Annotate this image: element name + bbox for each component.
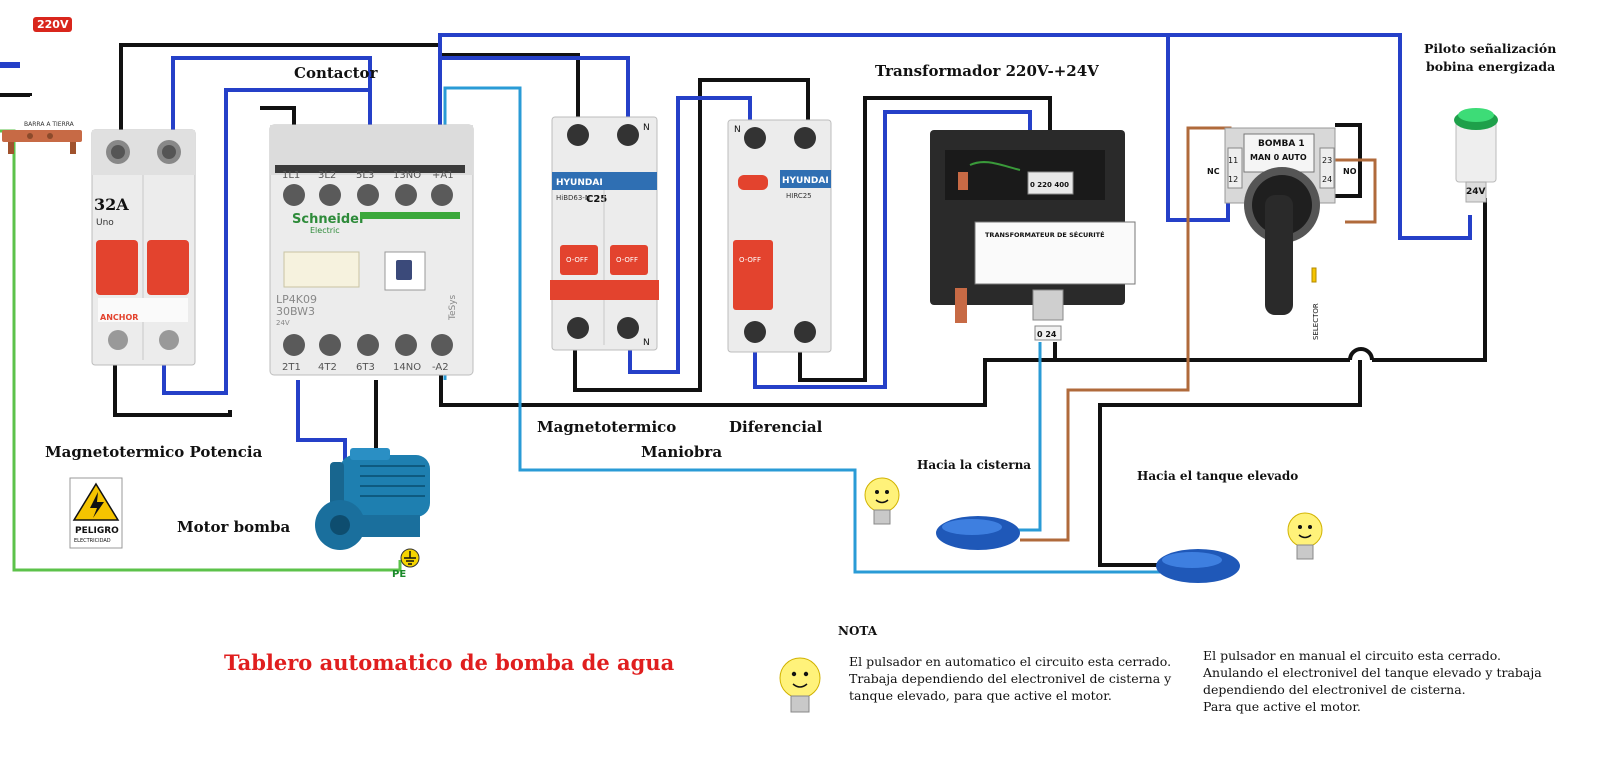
rcd-off-label: O-OFF bbox=[739, 256, 761, 264]
float-switch-tank bbox=[1156, 549, 1240, 583]
mcb-rating: C25 bbox=[586, 194, 607, 205]
label-differential: Diferencial bbox=[729, 418, 823, 436]
motor-pump bbox=[315, 448, 430, 550]
pe-label: PE bbox=[392, 569, 406, 580]
danger-sub: ELECTRICIDAD bbox=[74, 538, 111, 544]
contactor-terminal-labels: 1L1 3L2 5L3 13NO +A1 2T1 4T2 6T3 14NO -A… bbox=[282, 170, 454, 373]
note-manual-line: Anulando el electronivel del tanque elev… bbox=[1203, 665, 1542, 680]
bulb-icon bbox=[1287, 512, 1323, 560]
selector-positions: MAN 0 AUTO bbox=[1250, 153, 1307, 162]
selector-contact: 11 bbox=[1228, 156, 1238, 165]
note-manual-line: El pulsador en manual el circuito esta c… bbox=[1203, 648, 1501, 663]
rcd-device: HYUNDAI HIRC25 O-OFF N bbox=[727, 119, 832, 353]
contactor-terminal-bottom: 14NO bbox=[393, 362, 421, 373]
contactor-brand-sub: Electric bbox=[310, 226, 340, 235]
danger-sign: PELIGRO ELECTRICIDAD bbox=[69, 477, 123, 549]
breaker-model: Uno bbox=[96, 218, 114, 228]
mcb-off-label: O-OFF bbox=[616, 256, 638, 264]
label-motor: Motor bomba bbox=[177, 518, 291, 536]
label-mcb-control-2: Maniobra bbox=[641, 443, 723, 461]
contactor-brand: Schneider bbox=[292, 212, 366, 227]
contactor-terminal-top: 3L2 bbox=[318, 170, 336, 181]
rcd-brand: HYUNDAI bbox=[782, 176, 829, 186]
bulb-icon bbox=[779, 657, 821, 713]
note-manual: El pulsador en manual el circuito esta c… bbox=[1203, 647, 1542, 715]
label-to-tank: Hacia el tanque elevado bbox=[1137, 469, 1299, 483]
mcb-brand: HYUNDAI bbox=[556, 178, 603, 188]
note-manual-line: Para que active el motor. bbox=[1203, 699, 1361, 714]
contactor-model: LP4K09 bbox=[276, 293, 317, 306]
breaker-brand: ANCHOR bbox=[100, 313, 138, 322]
label-to-cistern: Hacia la cisterna bbox=[917, 458, 1032, 472]
transformer-output: 0 24 bbox=[1037, 330, 1057, 339]
rcd-terminal-n: N bbox=[734, 125, 741, 135]
note-auto-line: Trabaja dependiendo del electronivel de … bbox=[849, 671, 1172, 686]
contactor-terminal-top: 1L1 bbox=[282, 170, 300, 181]
main-breaker: 32A Uno ANCHOR bbox=[91, 129, 196, 366]
mcb-model: HiBD63-N bbox=[556, 194, 590, 202]
label-mcb-control-1: Magnetotermico bbox=[537, 418, 677, 436]
transformer-input: 0 220 400 bbox=[1030, 181, 1069, 189]
danger-title: PELIGRO bbox=[75, 526, 119, 536]
label-transformer: Transformador 220V-+24V bbox=[875, 62, 1099, 80]
contactor-model2: 30BW3 bbox=[276, 305, 315, 318]
note-manual-line: dependiendo del electronivel de cisterna… bbox=[1203, 682, 1466, 697]
note-heading: NOTA bbox=[838, 624, 878, 638]
label-mcb-power: Magnetotermico Potencia bbox=[45, 443, 263, 461]
contactor-terminal-top: +A1 bbox=[432, 170, 454, 181]
selector-title: BOMBA 1 bbox=[1258, 139, 1305, 149]
selector-tag: SELECTOR bbox=[1312, 303, 1320, 340]
rcd-model: HIRC25 bbox=[786, 192, 812, 200]
note-auto-line: El pulsador en automatico el circuito es… bbox=[849, 654, 1172, 669]
contactor-bottom-screws bbox=[283, 334, 453, 356]
control-breaker: HYUNDAI HiBD63-N C25 O-OFF O-OFF N N bbox=[550, 116, 659, 351]
voltage-badge: 220V bbox=[33, 17, 73, 32]
transformer-label: TRANSFORMATEUR DE SÉCURITÉ bbox=[985, 230, 1105, 239]
selector-no: NO bbox=[1343, 167, 1357, 176]
contactor-terminal-top: 5L3 bbox=[356, 170, 374, 181]
selector-contact: 24 bbox=[1322, 175, 1332, 184]
mcb-off-label: O-OFF bbox=[566, 256, 588, 264]
contactor-device: Schneider Electric LP4K09 30BW3 24V TeSy… bbox=[269, 124, 474, 376]
label-pilot-line2: bobina energizada bbox=[1426, 59, 1556, 74]
contactor-voltage: 24V bbox=[276, 319, 290, 327]
contactor-terminal-bottom: 6T3 bbox=[356, 362, 375, 373]
breaker-rating: 32A bbox=[94, 195, 129, 214]
selector-switch: BOMBA 1 MAN 0 AUTO 11 12 23 24 NC NO SEL… bbox=[1207, 127, 1357, 340]
note-auto: El pulsador en automatico el circuito es… bbox=[849, 653, 1171, 704]
contactor-terminal-bottom: -A2 bbox=[432, 362, 449, 373]
wires-blue bbox=[0, 33, 1472, 460]
float-switch-cistern bbox=[936, 516, 1020, 550]
bulb-icon bbox=[864, 477, 900, 525]
selector-contact: 23 bbox=[1322, 156, 1332, 165]
wire-crossover bbox=[1348, 347, 1374, 361]
label-contactor: Contactor bbox=[294, 64, 378, 82]
label-pilot-line1: Piloto señalización bbox=[1424, 41, 1557, 56]
transformer-device: TRANSFORMATEUR DE SÉCURITÉ 0 220 400 0 2… bbox=[930, 130, 1136, 341]
mcb-terminal-n: N bbox=[643, 123, 650, 133]
contactor-terminal-top: 13NO bbox=[393, 170, 421, 181]
contactor-top-screws bbox=[283, 184, 453, 206]
mcb-terminal-n: N bbox=[643, 338, 650, 348]
selector-contact: 12 bbox=[1228, 175, 1238, 184]
page-title: Tablero automatico de bomba de agua bbox=[224, 650, 675, 675]
contactor-terminal-bottom: 2T1 bbox=[282, 362, 301, 373]
earth-bar-label: BARRA A TIERRA bbox=[24, 121, 75, 128]
wires-lightblue bbox=[443, 86, 1160, 574]
selector-nc: NC bbox=[1207, 167, 1220, 176]
pe-ground-icon: PE bbox=[392, 548, 420, 580]
earth-bar: BARRA A TIERRA bbox=[2, 121, 82, 154]
contactor-terminal-bottom: 4T2 bbox=[318, 362, 337, 373]
pilot-voltage: 24V bbox=[1466, 187, 1486, 197]
note-auto-line: tanque elevado, para que active el motor… bbox=[849, 688, 1112, 703]
contactor-series: TeSys bbox=[448, 294, 458, 321]
pilot-light: 24V bbox=[1454, 108, 1498, 203]
